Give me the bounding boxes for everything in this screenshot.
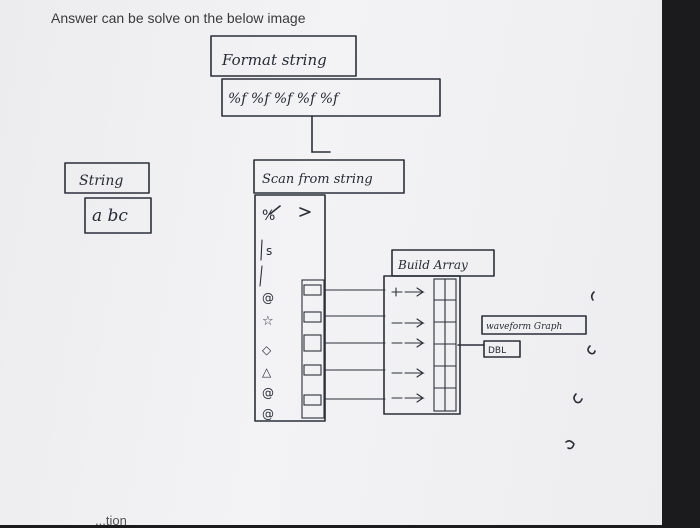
format-string-node: Format string %f %f %f %f %f: [210, 35, 441, 153]
scan-from-string-node: Scan from string % s @ ☆ ◇ △ @ @: [253, 159, 405, 422]
format-string-label: Format string: [221, 51, 327, 69]
waveform-graph-tag: DBL: [488, 346, 506, 356]
format-string-value: %f %f %f %f %f: [228, 91, 341, 107]
scan-from-string-label: Scan from string: [262, 172, 373, 187]
scan-output-1: @: [262, 291, 274, 305]
string-control-value: a bc: [92, 206, 128, 226]
output-wires: [324, 289, 386, 400]
margin-scribbles: [565, 291, 596, 450]
scan-output-3: ◇: [262, 343, 272, 357]
scan-output-4: △: [262, 365, 272, 379]
build-array-label: Build Array: [397, 258, 468, 272]
scan-output-2: ☆: [262, 314, 274, 329]
scan-output-5: @: [262, 386, 274, 400]
scan-output-0: s: [266, 244, 272, 258]
paper-sheet: [0, 0, 662, 525]
waveform-graph-label: waveform Graph: [486, 322, 562, 332]
scan-output-6: @: [262, 407, 274, 421]
instruction-caption: Answer can be solve on the below image: [51, 10, 306, 26]
string-control-label: String: [79, 173, 123, 189]
partial-bottom-text: ...tion: [95, 513, 127, 528]
waveform-graph-node: waveform Graph DBL: [481, 315, 587, 358]
string-control-node: String a bc: [64, 162, 152, 234]
build-array-node: Build Array: [383, 249, 495, 415]
